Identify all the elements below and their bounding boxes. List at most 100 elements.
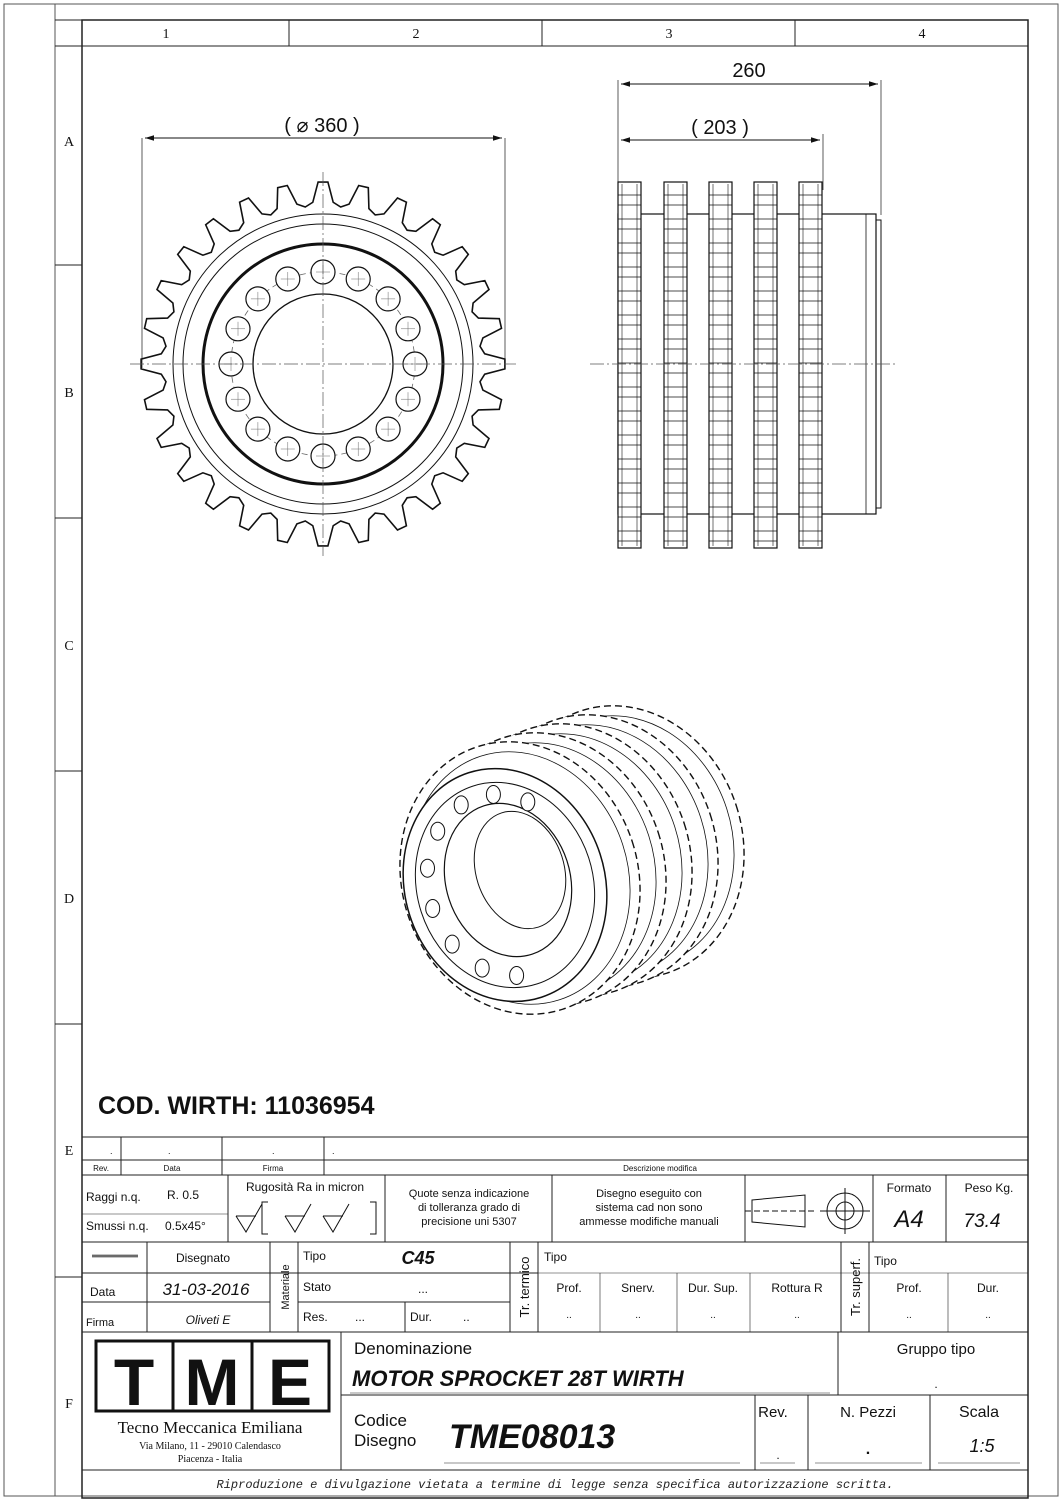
- quote-note-line-2: di tolleranza grado di: [418, 1202, 520, 1214]
- row-label-f: F: [65, 1397, 73, 1412]
- disegno-label: Disegno: [354, 1431, 416, 1450]
- company-address: Via Milano, 11 - 29010 Calendasco: [139, 1441, 281, 1452]
- overall-length-dimension: 260: [732, 60, 765, 82]
- diameter-dimension: ( ⌀ 360 ): [284, 115, 359, 137]
- descrizione-header: Descrizione modifica: [623, 1164, 697, 1173]
- thermal-dur-sup-header: Dur. Sup.: [688, 1281, 738, 1295]
- front-view: ( ⌀ 360 ): [130, 115, 516, 556]
- cod-wirth: COD. WIRTH: 11036954: [98, 1092, 375, 1120]
- tr-superf-label: Tr. superf.: [848, 1258, 863, 1316]
- tooth-plate: [663, 181, 688, 549]
- tooth-plate: [708, 181, 733, 549]
- teeth-span-dimension: ( 203 ): [691, 117, 749, 139]
- data-placeholder: .: [168, 1146, 171, 1156]
- projection-symbol-icon: [745, 1188, 870, 1234]
- rev-header: Rev.: [93, 1164, 109, 1173]
- rev-value: .: [776, 1448, 779, 1462]
- company-logo: T M E: [94, 1339, 331, 1419]
- tooth-plate: [617, 181, 642, 549]
- sheet-edge: [3, 3, 1059, 1497]
- thermal-snerv-header: Snerv.: [621, 1281, 655, 1295]
- data-label: Data: [90, 1285, 116, 1299]
- logo-letter-e: E: [268, 1345, 312, 1419]
- iso-bolt-hole: [453, 795, 469, 815]
- firma-value: Oliveti E: [186, 1313, 232, 1327]
- rev-placeholder: .: [110, 1146, 113, 1156]
- quote-note-line-3: precisione uni 5307: [421, 1216, 516, 1228]
- data-value: 31-03-2016: [163, 1280, 251, 1299]
- peso-value: 73.4: [964, 1211, 1001, 1232]
- scala-label: Scala: [959, 1404, 999, 1421]
- stato-label: Stato: [303, 1280, 331, 1294]
- row-label-a: A: [64, 135, 75, 150]
- thermal-prof-header: Prof.: [556, 1281, 581, 1295]
- row-label-d: D: [64, 892, 74, 907]
- codice-label: Codice: [354, 1411, 407, 1430]
- cad-note-line-1: Disegno eseguito con: [596, 1188, 702, 1200]
- descrizione-placeholder: .: [332, 1146, 335, 1156]
- materiale-label: Materiale: [280, 1264, 292, 1309]
- part-name: MOTOR SPROCKET 28T WIRTH: [352, 1366, 685, 1391]
- surface-prof-header: Prof.: [896, 1281, 921, 1295]
- surface-prof-value: ..: [906, 1310, 912, 1321]
- rev-label: Rev.: [758, 1404, 788, 1421]
- reproduction-notice: Riproduzione e divulgazione vietata a te…: [217, 1478, 894, 1492]
- iso-bolt-hole: [425, 899, 441, 918]
- row-label-e: E: [65, 1144, 74, 1159]
- surface-dur-header: Dur.: [977, 1281, 999, 1295]
- surface-tipo-label: Tipo: [874, 1254, 897, 1268]
- gruppo-tipo-value: .: [934, 1377, 937, 1391]
- material-tipo-value: C45: [401, 1248, 435, 1268]
- scala-value: 1:5: [969, 1436, 995, 1456]
- row-label-b: B: [64, 386, 73, 401]
- company-city: Piacenza - Italia: [178, 1454, 243, 1465]
- quote-note-line-1: Quote senza indicazione: [409, 1188, 529, 1200]
- column-label-4: 4: [919, 27, 926, 42]
- gruppo-tipo-label: Gruppo tipo: [897, 1341, 975, 1358]
- raggi-label: Raggi n.q.: [86, 1190, 141, 1204]
- cad-note-line-2: sistema cad non sono: [595, 1202, 702, 1214]
- iso-bolt-hole: [420, 858, 435, 878]
- column-label-3: 3: [666, 27, 673, 42]
- iso-bolt-holes: [420, 785, 536, 985]
- logo-letter-t: T: [114, 1345, 154, 1419]
- denominazione-label: Denominazione: [354, 1339, 472, 1358]
- iso-bolt-hole: [444, 934, 460, 954]
- res-label: Res.: [303, 1310, 328, 1324]
- iso-bolt-hole: [430, 821, 446, 841]
- material-dur-label: Dur.: [410, 1310, 432, 1324]
- peso-label: Peso Kg.: [965, 1181, 1014, 1195]
- rugosita-label: Rugosità Ra in micron: [246, 1180, 364, 1194]
- firma-label: Firma: [86, 1317, 115, 1329]
- tooth-plates: [617, 181, 823, 549]
- thermal-rottura-header: Rottura R: [771, 1281, 823, 1295]
- column-label-2: 2: [413, 27, 420, 42]
- column-label-1: 1: [163, 27, 170, 42]
- material-tipo-label: Tipo: [303, 1249, 326, 1263]
- thermal-rottura-value: ..: [794, 1310, 800, 1321]
- data-header: Data: [164, 1164, 181, 1173]
- logo-letter-m: M: [185, 1345, 240, 1419]
- firma-placeholder: .: [272, 1146, 275, 1156]
- thermal-prof-value: ..: [566, 1310, 572, 1321]
- sprocket-teeth-outline: [140, 181, 506, 547]
- cad-note-line-3: ammesse modifiche manuali: [579, 1216, 718, 1228]
- tr-termico-label: Tr. termico: [517, 1257, 532, 1318]
- surface-dur-value: ..: [985, 1310, 991, 1321]
- iso-bolt-hole: [474, 958, 490, 978]
- disegnato-label: Disegnato: [176, 1251, 230, 1265]
- isometric-view: [399, 705, 745, 1015]
- raggi-value: R. 0.5: [167, 1188, 199, 1202]
- smussi-value: 0.5x45°: [165, 1219, 206, 1233]
- drawing-code: TME08013: [449, 1418, 615, 1456]
- iso-bolt-hole: [509, 966, 525, 985]
- n-pezzi-label: N. Pezzi: [840, 1404, 896, 1421]
- n-pezzi-value: .: [866, 1441, 870, 1458]
- company-name: Tecno Meccanica Emiliana: [118, 1418, 303, 1437]
- iso-bolt-hole: [485, 785, 501, 804]
- formato-value: A4: [892, 1206, 923, 1233]
- iso-bolt-hole: [520, 792, 536, 812]
- firma-header: Firma: [263, 1164, 284, 1173]
- side-view: 260 ( 203 ): [590, 60, 898, 549]
